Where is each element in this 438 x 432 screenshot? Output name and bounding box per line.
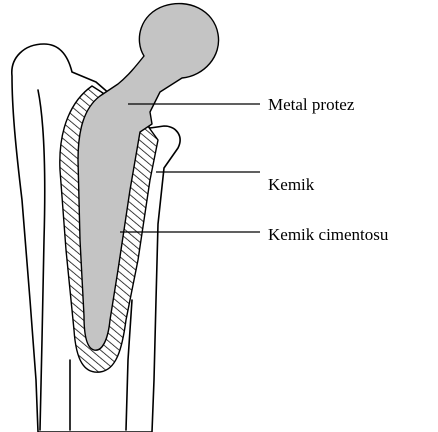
metal-prosthesis-label: Metal protez <box>268 95 355 114</box>
bone-cement-label: Kemik cimentosu <box>268 225 389 244</box>
bone-label: Kemik <box>268 175 315 194</box>
